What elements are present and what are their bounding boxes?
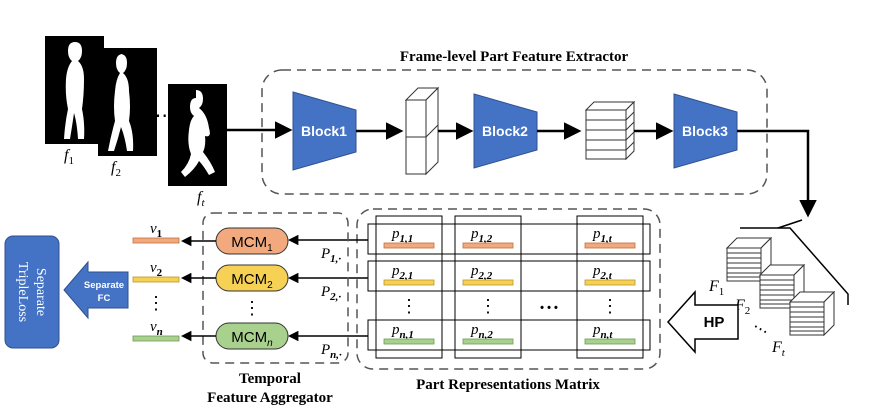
svg-text:pn,t: pn,t: [592, 322, 613, 341]
svg-text:pn,1: pn,1: [391, 322, 414, 341]
row-input-p2: P2,·: [320, 284, 341, 303]
block1-label: Block1: [301, 123, 347, 139]
block3-output-arrow: [737, 129, 817, 218]
row-inputs: P1,· P2,· Pn,·: [287, 234, 368, 361]
block2-label: Block2: [482, 123, 528, 139]
output-v1: v1: [132, 221, 180, 244]
matrix-colt-ellipsis: ⋮: [601, 296, 619, 316]
output-vectors: v1 v2 ⋮ vn: [132, 221, 180, 342]
feature-maps-bracket: [740, 227, 849, 305]
matrix-title: Part Representations Matrix: [416, 377, 600, 393]
input-frames: ⋯ f1 f2 ft: [45, 36, 227, 209]
frame-2-label: f2: [111, 159, 121, 179]
matrix-horizontal-ellipsis: • • •: [540, 302, 558, 314]
matrix-cell-n-t: pn,t: [584, 322, 636, 345]
separate-fc-line1: Separate: [84, 280, 124, 291]
row-input-p1: P1,·: [320, 246, 341, 265]
outputs-ellipsis: ⋮: [147, 293, 165, 313]
svg-text:p2,1: p2,1: [391, 263, 413, 282]
mcm-1: MCM1: [215, 227, 289, 255]
temporal-feature-aggregator: Temporal Feature Aggregator MCM1 MCM2 ⋮ …: [180, 212, 349, 406]
matrix-column-1: [375, 215, 443, 359]
separate-fc-line2: FC: [98, 293, 111, 304]
matrix-cell-1-2: p1,2: [462, 226, 514, 249]
svg-text:p1,t: p1,t: [592, 226, 613, 245]
separate-fc-arrow-shape: [63, 260, 129, 320]
output-v2: v2: [132, 260, 180, 283]
feature-maps-ellipsis: ⋯: [749, 318, 771, 341]
frame-2-silhouette: [108, 54, 134, 151]
svg-text:p1,1: p1,1: [391, 226, 413, 245]
frame-1-silhouette: [64, 42, 85, 139]
block3-shape: [673, 93, 738, 169]
feature-map-f2-label: F2: [734, 297, 750, 317]
svg-text:p2,2: p2,2: [470, 263, 493, 282]
frame-t-silhouette: [181, 90, 215, 177]
hp-pooling: HP: [666, 290, 739, 354]
matrix-dashed-box: [356, 208, 661, 370]
matrix-cell-2-t: p2,t: [584, 263, 636, 286]
matrix-row-n: [367, 319, 651, 351]
block1-shape: [292, 91, 357, 171]
hp-arrow-shape: [666, 290, 739, 354]
matrix-row-2: [367, 260, 651, 292]
triple-loss: Separate TripleLoss: [4, 235, 60, 349]
svg-text:v2: v2: [150, 260, 163, 279]
feature-map-f1-label: F1: [708, 278, 724, 298]
row-input-pn: Pn,·: [320, 342, 342, 361]
block2-shape: [473, 93, 538, 169]
triple-loss-box: [4, 235, 60, 349]
aggregator-dashed-box: [202, 212, 349, 364]
frames-ellipsis: ⋯: [148, 105, 168, 127]
svg-text:p2,t: p2,t: [592, 263, 613, 282]
svg-text:MCMn: MCMn: [231, 329, 273, 349]
mcm-n: MCMn: [215, 322, 289, 350]
mcm-ellipsis: ⋮: [243, 298, 261, 318]
matrix-cell-2-2: p2,2: [462, 263, 514, 286]
aggregator-title-line1: Temporal: [239, 371, 301, 387]
svg-text:MCM1: MCM1: [231, 234, 273, 254]
matrix-col2-ellipsis: ⋮: [479, 296, 497, 316]
matrix-col1-ellipsis: ⋮: [400, 296, 418, 316]
matrix-cell-2-1: p2,1: [383, 263, 435, 286]
triple-loss-line2: TripleLoss: [15, 262, 30, 322]
svg-text:p1,2: p1,2: [470, 226, 493, 245]
matrix-cell-n-2: pn,2: [462, 322, 514, 345]
extractor-title: Frame-level Part Feature Extractor: [400, 49, 629, 65]
matrix-row-1: [367, 223, 651, 255]
svg-text:vn: vn: [150, 319, 163, 338]
block2-feature-map: [584, 100, 636, 161]
block3-label: Block3: [682, 123, 728, 139]
matrix-column-2: [454, 215, 522, 359]
separate-fc: Separate FC: [63, 260, 129, 320]
feature-map-ft: [788, 290, 836, 337]
matrix-cell-n-1: pn,1: [383, 322, 435, 345]
frame-feature-maps: F1 F2 ⋯ Ft: [708, 219, 849, 359]
matrix-column-t: [576, 215, 644, 359]
mcm-2: MCM2: [215, 264, 289, 292]
extractor-dashed-box: [261, 69, 768, 195]
svg-text:pn,2: pn,2: [470, 322, 493, 341]
feature-extractor: Frame-level Part Feature Extractor Block…: [227, 49, 817, 218]
block1-feature-map: [404, 86, 440, 176]
feature-map-ft-label: Ft: [771, 339, 786, 359]
aggregator-title-line2: Feature Aggregator: [207, 390, 333, 406]
frame-1-label: f1: [64, 147, 74, 167]
frame-t-label: ft: [197, 189, 205, 209]
matrix-cell-1-t: p1,t: [584, 226, 636, 249]
part-representations-matrix: Part Representations Matrix p1,1 p1,2 p1…: [356, 208, 661, 393]
triple-loss-line1: Separate: [33, 268, 48, 316]
matrix-cell-1-1: p1,1: [383, 226, 435, 249]
feature-map-f2: [758, 263, 806, 310]
hp-label: HP: [704, 314, 725, 331]
svg-text:MCM2: MCM2: [231, 271, 273, 291]
output-vn: vn: [132, 319, 180, 342]
svg-text:v1: v1: [150, 221, 162, 240]
